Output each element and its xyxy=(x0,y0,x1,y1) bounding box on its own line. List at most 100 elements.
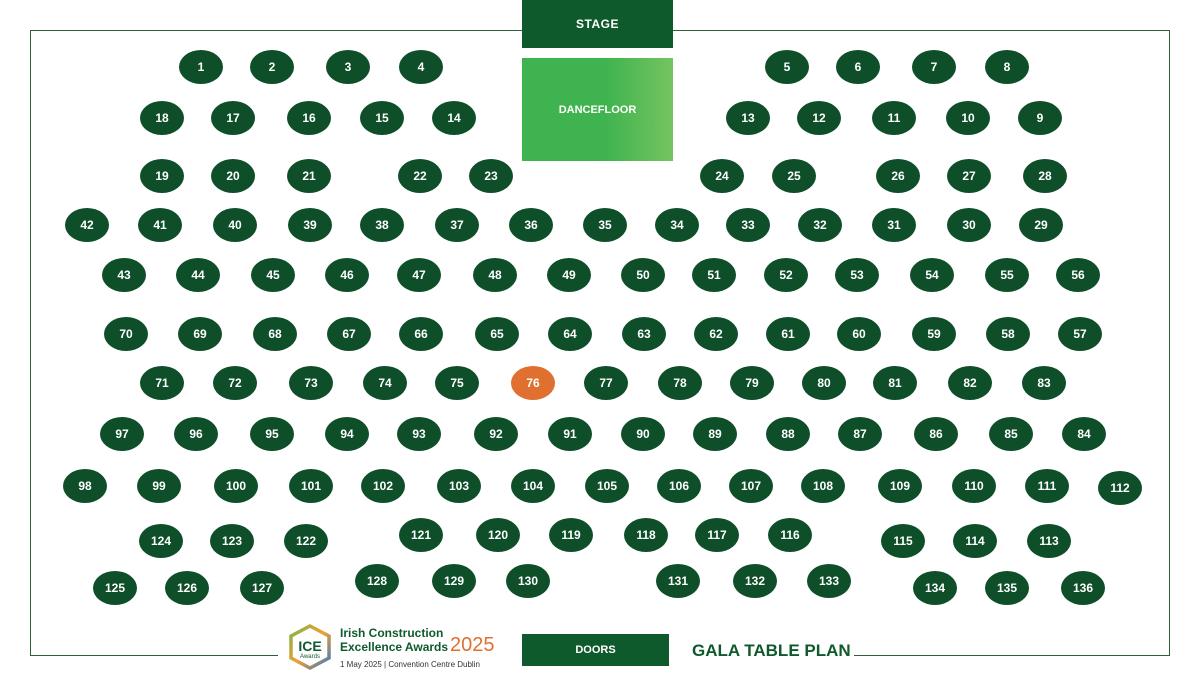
table-69[interactable]: 69 xyxy=(178,317,222,351)
table-79[interactable]: 79 xyxy=(730,366,774,400)
table-42[interactable]: 42 xyxy=(65,208,109,242)
table-77[interactable]: 77 xyxy=(584,366,628,400)
table-92[interactable]: 92 xyxy=(474,417,518,451)
table-37[interactable]: 37 xyxy=(435,208,479,242)
table-106[interactable]: 106 xyxy=(657,469,701,503)
table-86[interactable]: 86 xyxy=(914,417,958,451)
table-100[interactable]: 100 xyxy=(214,469,258,503)
table-78[interactable]: 78 xyxy=(658,366,702,400)
table-2[interactable]: 2 xyxy=(250,50,294,84)
table-108[interactable]: 108 xyxy=(801,469,845,503)
table-97[interactable]: 97 xyxy=(100,417,144,451)
table-32[interactable]: 32 xyxy=(798,208,842,242)
table-10[interactable]: 10 xyxy=(946,101,990,135)
table-29[interactable]: 29 xyxy=(1019,208,1063,242)
table-22[interactable]: 22 xyxy=(398,159,442,193)
table-20[interactable]: 20 xyxy=(211,159,255,193)
table-9[interactable]: 9 xyxy=(1018,101,1062,135)
table-64[interactable]: 64 xyxy=(548,317,592,351)
table-70[interactable]: 70 xyxy=(104,317,148,351)
table-59[interactable]: 59 xyxy=(912,317,956,351)
table-21[interactable]: 21 xyxy=(287,159,331,193)
table-33[interactable]: 33 xyxy=(726,208,770,242)
table-76[interactable]: 76 xyxy=(511,366,555,400)
table-12[interactable]: 12 xyxy=(797,101,841,135)
table-101[interactable]: 101 xyxy=(289,469,333,503)
table-72[interactable]: 72 xyxy=(213,366,257,400)
table-128[interactable]: 128 xyxy=(355,564,399,598)
table-123[interactable]: 123 xyxy=(210,524,254,558)
table-80[interactable]: 80 xyxy=(802,366,846,400)
table-3[interactable]: 3 xyxy=(326,50,370,84)
table-118[interactable]: 118 xyxy=(624,518,668,552)
table-93[interactable]: 93 xyxy=(397,417,441,451)
table-107[interactable]: 107 xyxy=(729,469,773,503)
table-68[interactable]: 68 xyxy=(253,317,297,351)
table-36[interactable]: 36 xyxy=(509,208,553,242)
table-13[interactable]: 13 xyxy=(726,101,770,135)
table-24[interactable]: 24 xyxy=(700,159,744,193)
table-111[interactable]: 111 xyxy=(1025,469,1069,503)
table-11[interactable]: 11 xyxy=(872,101,916,135)
table-124[interactable]: 124 xyxy=(139,524,183,558)
table-87[interactable]: 87 xyxy=(838,417,882,451)
table-44[interactable]: 44 xyxy=(176,258,220,292)
table-96[interactable]: 96 xyxy=(174,417,218,451)
table-130[interactable]: 130 xyxy=(506,564,550,598)
table-127[interactable]: 127 xyxy=(240,571,284,605)
table-115[interactable]: 115 xyxy=(881,524,925,558)
table-109[interactable]: 109 xyxy=(878,469,922,503)
table-55[interactable]: 55 xyxy=(985,258,1029,292)
table-114[interactable]: 114 xyxy=(953,524,997,558)
table-88[interactable]: 88 xyxy=(766,417,810,451)
table-133[interactable]: 133 xyxy=(807,564,851,598)
table-66[interactable]: 66 xyxy=(399,317,443,351)
table-113[interactable]: 113 xyxy=(1027,524,1071,558)
table-17[interactable]: 17 xyxy=(211,101,255,135)
table-105[interactable]: 105 xyxy=(585,469,629,503)
table-103[interactable]: 103 xyxy=(437,469,481,503)
table-95[interactable]: 95 xyxy=(250,417,294,451)
table-8[interactable]: 8 xyxy=(985,50,1029,84)
table-126[interactable]: 126 xyxy=(165,571,209,605)
table-121[interactable]: 121 xyxy=(399,518,443,552)
table-56[interactable]: 56 xyxy=(1056,258,1100,292)
table-75[interactable]: 75 xyxy=(435,366,479,400)
table-52[interactable]: 52 xyxy=(764,258,808,292)
table-54[interactable]: 54 xyxy=(910,258,954,292)
table-119[interactable]: 119 xyxy=(549,518,593,552)
table-14[interactable]: 14 xyxy=(432,101,476,135)
table-104[interactable]: 104 xyxy=(511,469,555,503)
table-53[interactable]: 53 xyxy=(835,258,879,292)
table-57[interactable]: 57 xyxy=(1058,317,1102,351)
table-43[interactable]: 43 xyxy=(102,258,146,292)
table-49[interactable]: 49 xyxy=(547,258,591,292)
table-39[interactable]: 39 xyxy=(288,208,332,242)
table-136[interactable]: 136 xyxy=(1061,571,1105,605)
table-58[interactable]: 58 xyxy=(986,317,1030,351)
table-112[interactable]: 112 xyxy=(1098,471,1142,505)
table-47[interactable]: 47 xyxy=(397,258,441,292)
table-122[interactable]: 122 xyxy=(284,524,328,558)
table-19[interactable]: 19 xyxy=(140,159,184,193)
table-4[interactable]: 4 xyxy=(399,50,443,84)
table-46[interactable]: 46 xyxy=(325,258,369,292)
table-41[interactable]: 41 xyxy=(138,208,182,242)
table-1[interactable]: 1 xyxy=(179,50,223,84)
table-61[interactable]: 61 xyxy=(766,317,810,351)
table-110[interactable]: 110 xyxy=(952,469,996,503)
table-50[interactable]: 50 xyxy=(621,258,665,292)
table-63[interactable]: 63 xyxy=(622,317,666,351)
table-34[interactable]: 34 xyxy=(655,208,699,242)
table-60[interactable]: 60 xyxy=(837,317,881,351)
table-35[interactable]: 35 xyxy=(583,208,627,242)
table-23[interactable]: 23 xyxy=(469,159,513,193)
table-83[interactable]: 83 xyxy=(1022,366,1066,400)
table-31[interactable]: 31 xyxy=(872,208,916,242)
table-65[interactable]: 65 xyxy=(475,317,519,351)
table-98[interactable]: 98 xyxy=(63,469,107,503)
table-67[interactable]: 67 xyxy=(327,317,371,351)
table-74[interactable]: 74 xyxy=(363,366,407,400)
table-82[interactable]: 82 xyxy=(948,366,992,400)
table-5[interactable]: 5 xyxy=(765,50,809,84)
